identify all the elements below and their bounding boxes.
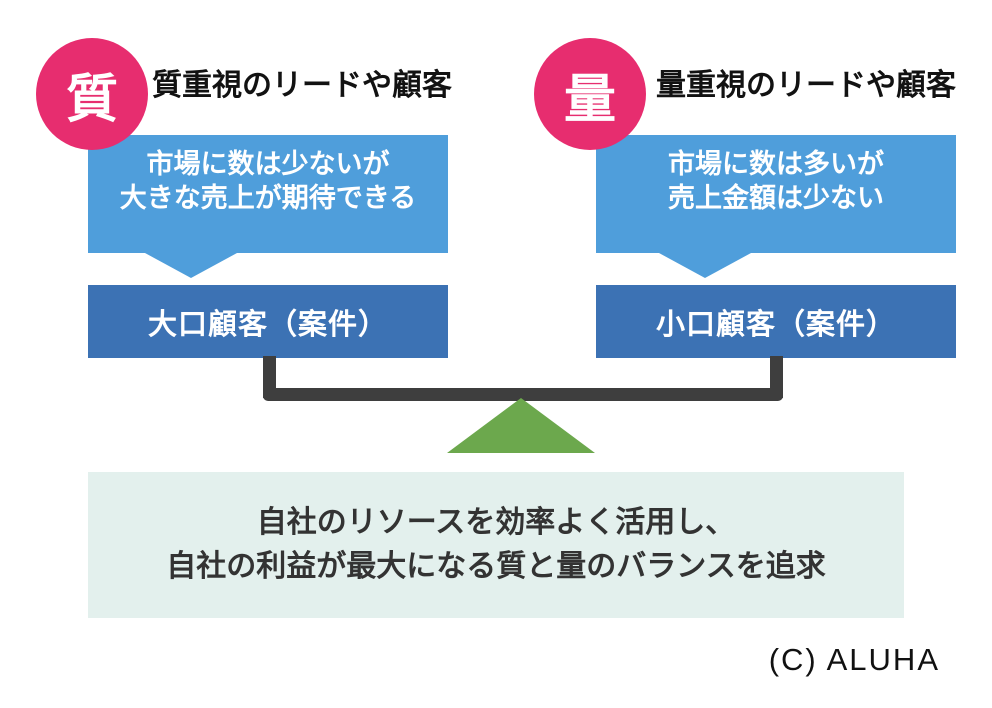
conclusion-panel: 自社のリソースを効率よく活用し、 自社の利益が最大になる質と量のバランスを追求: [88, 472, 904, 618]
beam-left-leg: [263, 356, 276, 398]
quality-bubble-line1: 市場に数は少ないが: [146, 149, 390, 179]
quantity-customer-box: 小口顧客（案件）: [596, 285, 956, 358]
quantity-bubble-line2: 売上金額は少ない: [668, 183, 884, 213]
quality-customer-box: 大口顧客（案件）: [88, 285, 448, 358]
quality-bubble-line2: 大きな売上が期待できる: [119, 183, 417, 213]
beam-right-leg: [770, 356, 783, 398]
quantity-badge-label: 量: [563, 70, 616, 129]
quantity-bubble-tail-icon: [659, 253, 751, 278]
quantity-badge: 量: [534, 38, 646, 150]
quantity-bubble-line1: 市場に数は多いが: [668, 149, 884, 179]
quality-heading: 質重視のリードや顧客: [152, 69, 452, 102]
copyright-credit: (C) ALUHA: [768, 642, 940, 677]
quality-badge: 質: [36, 38, 148, 150]
quality-bubble-tail-icon: [145, 253, 237, 278]
fulcrum-triangle-icon: [447, 398, 595, 453]
quantity-heading: 量重視のリードや顧客: [656, 69, 956, 102]
beam-bar: [263, 388, 783, 401]
quality-badge-label: 質: [65, 70, 118, 129]
conclusion-line1: 自社のリソースを効率よく活用し、: [256, 506, 736, 539]
quality-bubble: 市場に数は少ないが 大きな売上が期待できる: [88, 135, 448, 278]
conclusion-line2: 自社の利益が最大になる質と量のバランスを追求: [166, 550, 826, 583]
quantity-bubble: 市場に数は多いが 売上金額は少ない: [596, 135, 956, 278]
